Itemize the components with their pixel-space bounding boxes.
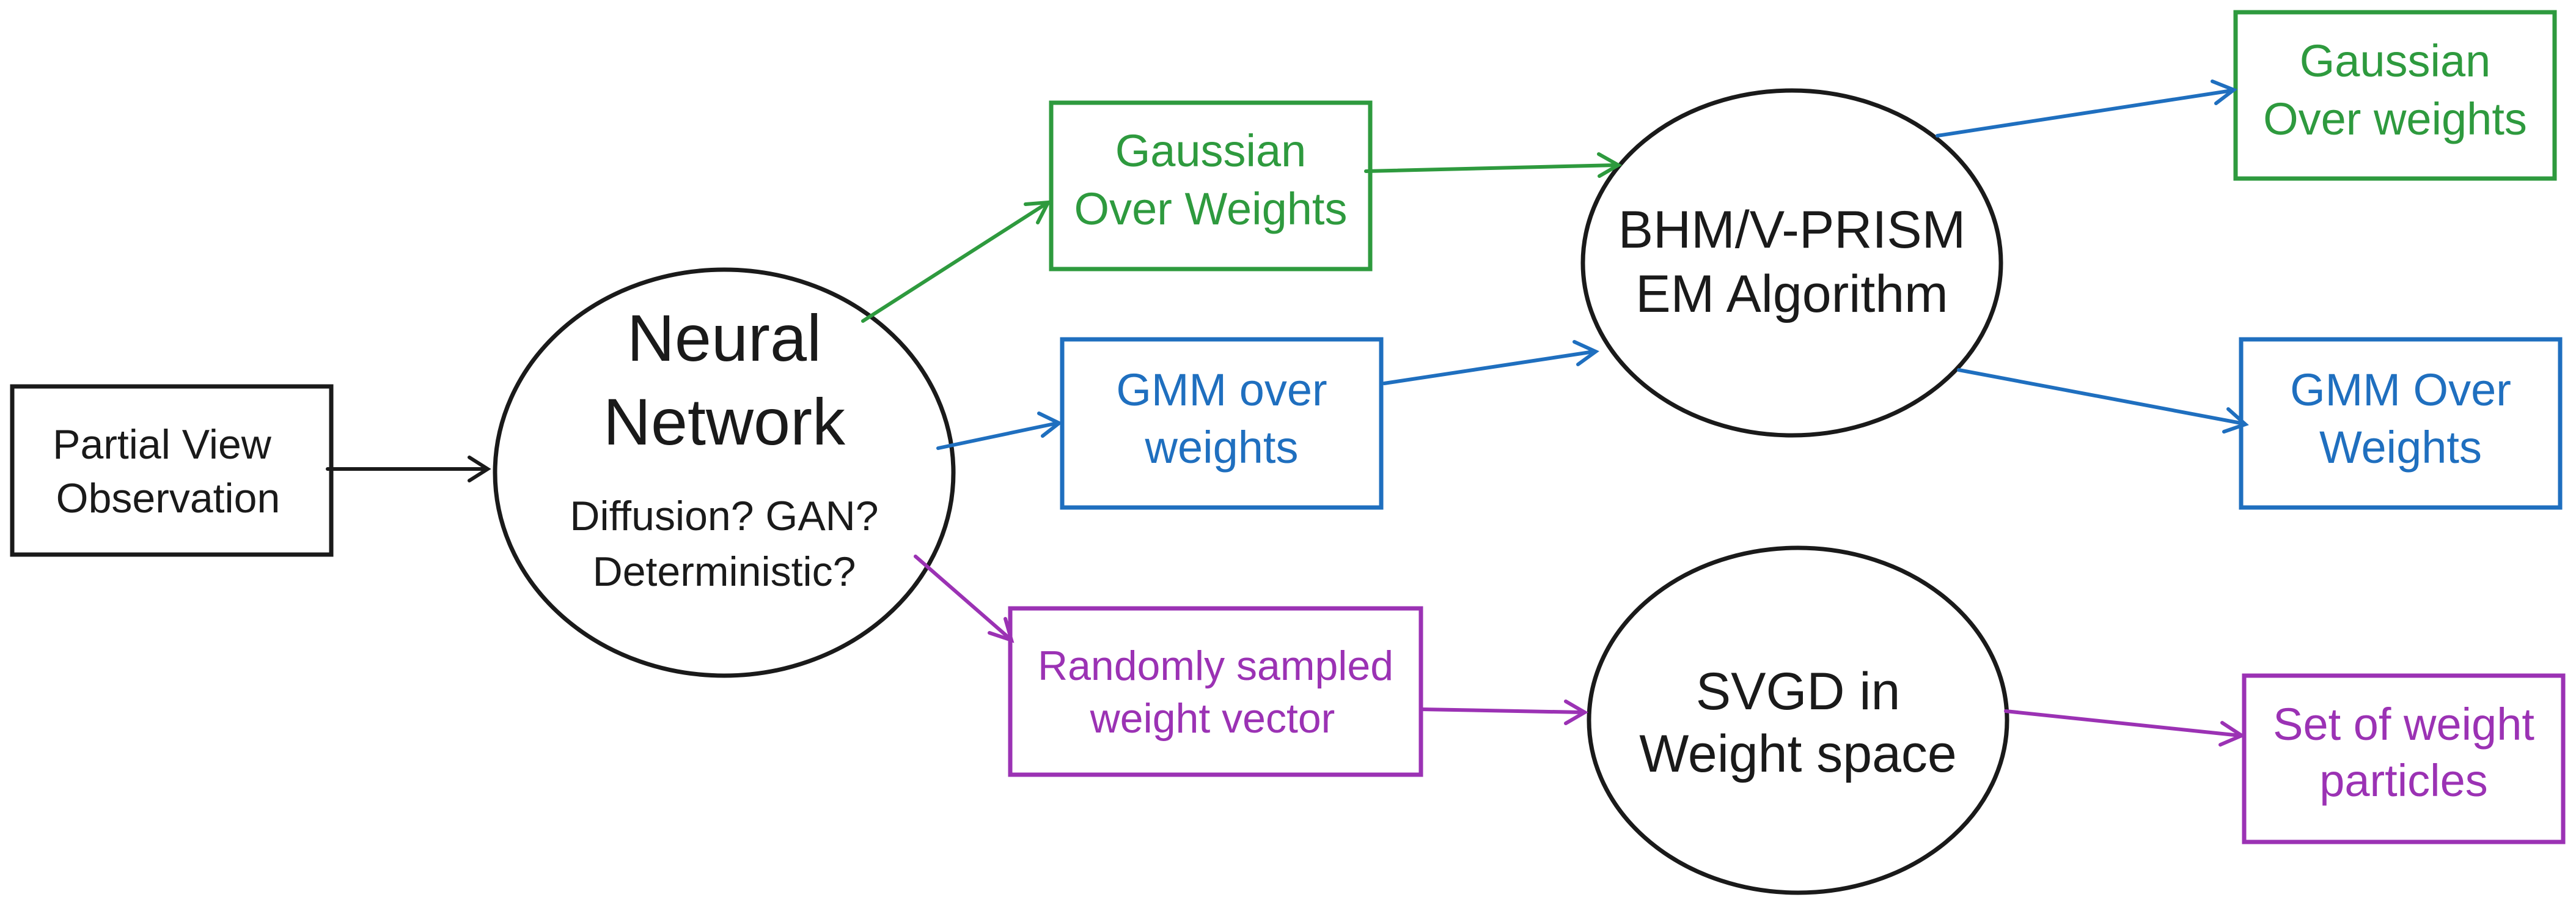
- neural-network-sub-line1: Diffusion? GAN?: [570, 493, 878, 539]
- gaussian-out-line2: Over weights: [2263, 94, 2527, 144]
- neural-network-title-line2: Network: [603, 385, 846, 459]
- random-weight-vector-box: Randomly sampled weight vector: [1008, 606, 1423, 777]
- random-vec-line1: Randomly sampled: [1038, 643, 1393, 689]
- gmm-over-weights-output-box: GMM Over Weights: [2239, 337, 2563, 510]
- neural-network-title-line1: Neural: [627, 301, 821, 375]
- gmm-in-line1: GMM over: [1116, 364, 1327, 415]
- arrow-network-to-gmm: [936, 412, 1063, 450]
- bhm-line1: BHM/V-PRISM: [1618, 201, 1966, 259]
- arrow-observation-to-network: [326, 456, 491, 482]
- svgd-weight-space-node: SVGD in Weight space: [1587, 545, 2009, 895]
- partial-view-line2: Observation: [56, 475, 281, 522]
- svgd-line1: SVGD in: [1696, 662, 1901, 721]
- arrow-svgd-to-particles: [2004, 709, 2246, 747]
- gmm-in-line2: weights: [1145, 422, 1299, 473]
- arrow-gaussian-to-bhm: [1364, 152, 1623, 178]
- arrow-gmm-to-bhm: [1382, 340, 1599, 385]
- partial-view-observation-box: Partial View Observation: [10, 384, 334, 557]
- arrow-network-to-random-vector: [914, 555, 1015, 643]
- arrow-random-vector-to-svgd: [1419, 699, 1588, 725]
- partial-view-line1: Partial View: [53, 421, 272, 468]
- neural-network-sub-line2: Deterministic?: [593, 548, 856, 595]
- bhm-line2: EM Algorithm: [1635, 265, 1948, 323]
- arrow-bhm-to-gmm-output: [1957, 368, 2249, 434]
- particles-line1: Set of weight: [2273, 699, 2534, 750]
- bhm-em-algorithm-node: BHM/V-PRISM EM Algorithm: [1580, 88, 2003, 438]
- gmm-out-line2: Weights: [2319, 422, 2482, 473]
- gaussian-in-line1: Gaussian: [1115, 125, 1307, 176]
- gmm-over-weights-box: GMM over weights: [1060, 337, 1384, 510]
- arrow-network-to-gaussian: [861, 200, 1052, 323]
- gaussian-out-line1: Gaussian: [2300, 35, 2491, 86]
- particles-line2: particles: [2319, 755, 2488, 806]
- weight-particles-box: Set of weight particles: [2242, 673, 2566, 844]
- gmm-out-line1: GMM Over: [2290, 364, 2511, 415]
- gaussian-in-line2: Over Weights: [1074, 183, 1348, 234]
- gaussian-over-weights-box: Gaussian Over Weights: [1049, 100, 1373, 271]
- neural-network-node: Neural Network Diffusion? GAN? Determini…: [493, 267, 956, 678]
- svgd-line2: Weight space: [1639, 725, 1957, 783]
- arrow-bhm-to-gaussian-output: [1936, 79, 2238, 138]
- random-vec-line2: weight vector: [1090, 695, 1335, 742]
- gaussian-over-weights-output-box: Gaussian Over weights: [2233, 10, 2557, 181]
